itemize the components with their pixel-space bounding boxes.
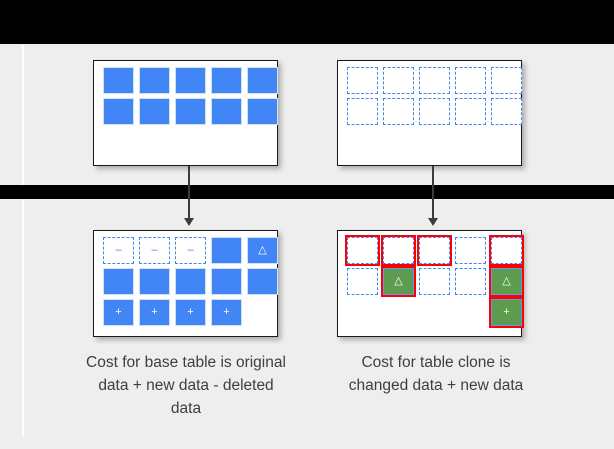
caption-base-table: Cost for base table is original data + n…: [86, 354, 286, 417]
top-black-bar: [0, 0, 614, 44]
clone-table-after-changes-cell-r3c2: [383, 299, 414, 326]
base-table-original-grid: [103, 67, 278, 125]
base-table-original-cell-r2c3: [175, 98, 206, 125]
clone-table-original-cell-r1c4: [455, 67, 486, 94]
clone-table-after-changes-cell-r2c3: [419, 268, 450, 295]
clone-table-after-changes-cell-r3c5: +: [489, 297, 524, 328]
plus-icon: +: [223, 306, 230, 318]
clone-table-original-cell-r1c1: [347, 67, 378, 94]
base-table-after-changes-cell-r3c1: +: [103, 299, 134, 326]
minus-icon: –: [187, 244, 194, 256]
clone-table-after-changes-cell-r2c4: [455, 268, 486, 295]
plus-icon: +: [503, 306, 510, 318]
base-table-original-cell-r1c3: [175, 67, 206, 94]
base-table-original-cell-r1c5: [247, 67, 278, 94]
arrow-table-clone-line: [432, 166, 434, 220]
base-table-original-cell-r2c5: [247, 98, 278, 125]
clone-table-original-cell-r1c5: [491, 67, 522, 94]
caption-table-clone: Cost for table clone is changed data + n…: [348, 354, 524, 394]
base-table-after-changes-cell-r1c2: –: [139, 237, 170, 264]
base-table-original-cell-r2c4: [211, 98, 242, 125]
clone-table-original-cell-r2c1: [347, 98, 378, 125]
base-table-after-changes-cell-r3c5: [247, 299, 278, 326]
triangle-icon: △: [258, 244, 267, 256]
middle-black-bar: [0, 185, 614, 199]
clone-table-original-cell-r2c2: [383, 98, 414, 125]
clone-table-after-changes-cell-r1c5: [489, 235, 524, 266]
base-table-original-cell-r1c4: [211, 67, 242, 94]
base-table-after-changes-cell-r3c3: +: [175, 299, 206, 326]
base-table-after-changes-cell-r1c3: –: [175, 237, 206, 264]
clone-table-after-changes-cell-r3c3: [419, 299, 450, 326]
plus-icon: +: [187, 306, 194, 318]
clone-table-original-cell-r1c2: [383, 67, 414, 94]
clone-table-after-changes-cell-r1c2: [381, 235, 416, 266]
base-table-after-changes-cell-r2c1: [103, 268, 134, 295]
clone-table-original-cell-r1c3: [419, 67, 450, 94]
base-table-after-changes-cell-r2c4: [211, 268, 242, 295]
plus-icon: +: [115, 306, 122, 318]
base-table-after-changes-cell-r2c5: [247, 268, 278, 295]
clone-table-after-changes-cell-r2c2: △: [381, 266, 416, 297]
base-table-after-changes-cell-r1c1: –: [103, 237, 134, 264]
clone-table-original-cell-r2c5: [491, 98, 522, 125]
base-table-original-cell-r1c2: [139, 67, 170, 94]
base-table-after-changes-cell-r1c4: [211, 237, 242, 264]
clone-table-after-changes-box: △ △ +: [337, 230, 524, 337]
clone-table-after-changes-cell-r2c1: [347, 268, 378, 295]
triangle-icon: △: [394, 275, 403, 287]
clone-table-after-changes-cell-r3c1: [347, 299, 378, 326]
upper-left-rail: [22, 45, 24, 185]
clone-table-after-changes-cell-r2c5: △: [489, 266, 524, 297]
clone-table-original-grid: [347, 67, 522, 125]
base-table-after-changes-cell-r3c4: +: [211, 299, 242, 326]
lower-left-rail: [22, 200, 24, 436]
base-table-after-changes-cell-r2c3: [175, 268, 206, 295]
base-table-after-changes-grid: – – – △ + + + +: [103, 237, 278, 326]
base-table-after-changes-box: – – – △ + + + +: [93, 230, 278, 337]
minus-icon: –: [115, 244, 122, 256]
arrow-base-table-line: [188, 166, 190, 220]
clone-table-original-cell-r2c3: [419, 98, 450, 125]
triangle-icon: △: [502, 275, 511, 287]
base-table-original-cell-r2c2: [139, 98, 170, 125]
base-table-original-cell-r2c1: [103, 98, 134, 125]
base-table-after-changes-cell-r3c2: +: [139, 299, 170, 326]
clone-table-after-changes-cell-r3c4: [455, 299, 486, 326]
minus-icon: –: [151, 244, 158, 256]
base-table-original-box: [93, 60, 278, 166]
arrow-base-table-head: [184, 218, 194, 226]
plus-icon: +: [151, 306, 158, 318]
clone-table-original-box: [337, 60, 522, 166]
clone-table-after-changes-cell-r1c4: [455, 237, 486, 264]
base-table-original-cell-r1c1: [103, 67, 134, 94]
clone-table-after-changes-cell-r1c1: [345, 235, 380, 266]
arrow-table-clone-head: [428, 218, 438, 226]
clone-table-after-changes-cell-r1c3: [417, 235, 452, 266]
clone-table-original-cell-r2c4: [455, 98, 486, 125]
base-table-after-changes-cell-r2c2: [139, 268, 170, 295]
base-table-after-changes-cell-r1c5: △: [247, 237, 278, 264]
clone-table-after-changes-grid: △ △ +: [345, 235, 524, 328]
